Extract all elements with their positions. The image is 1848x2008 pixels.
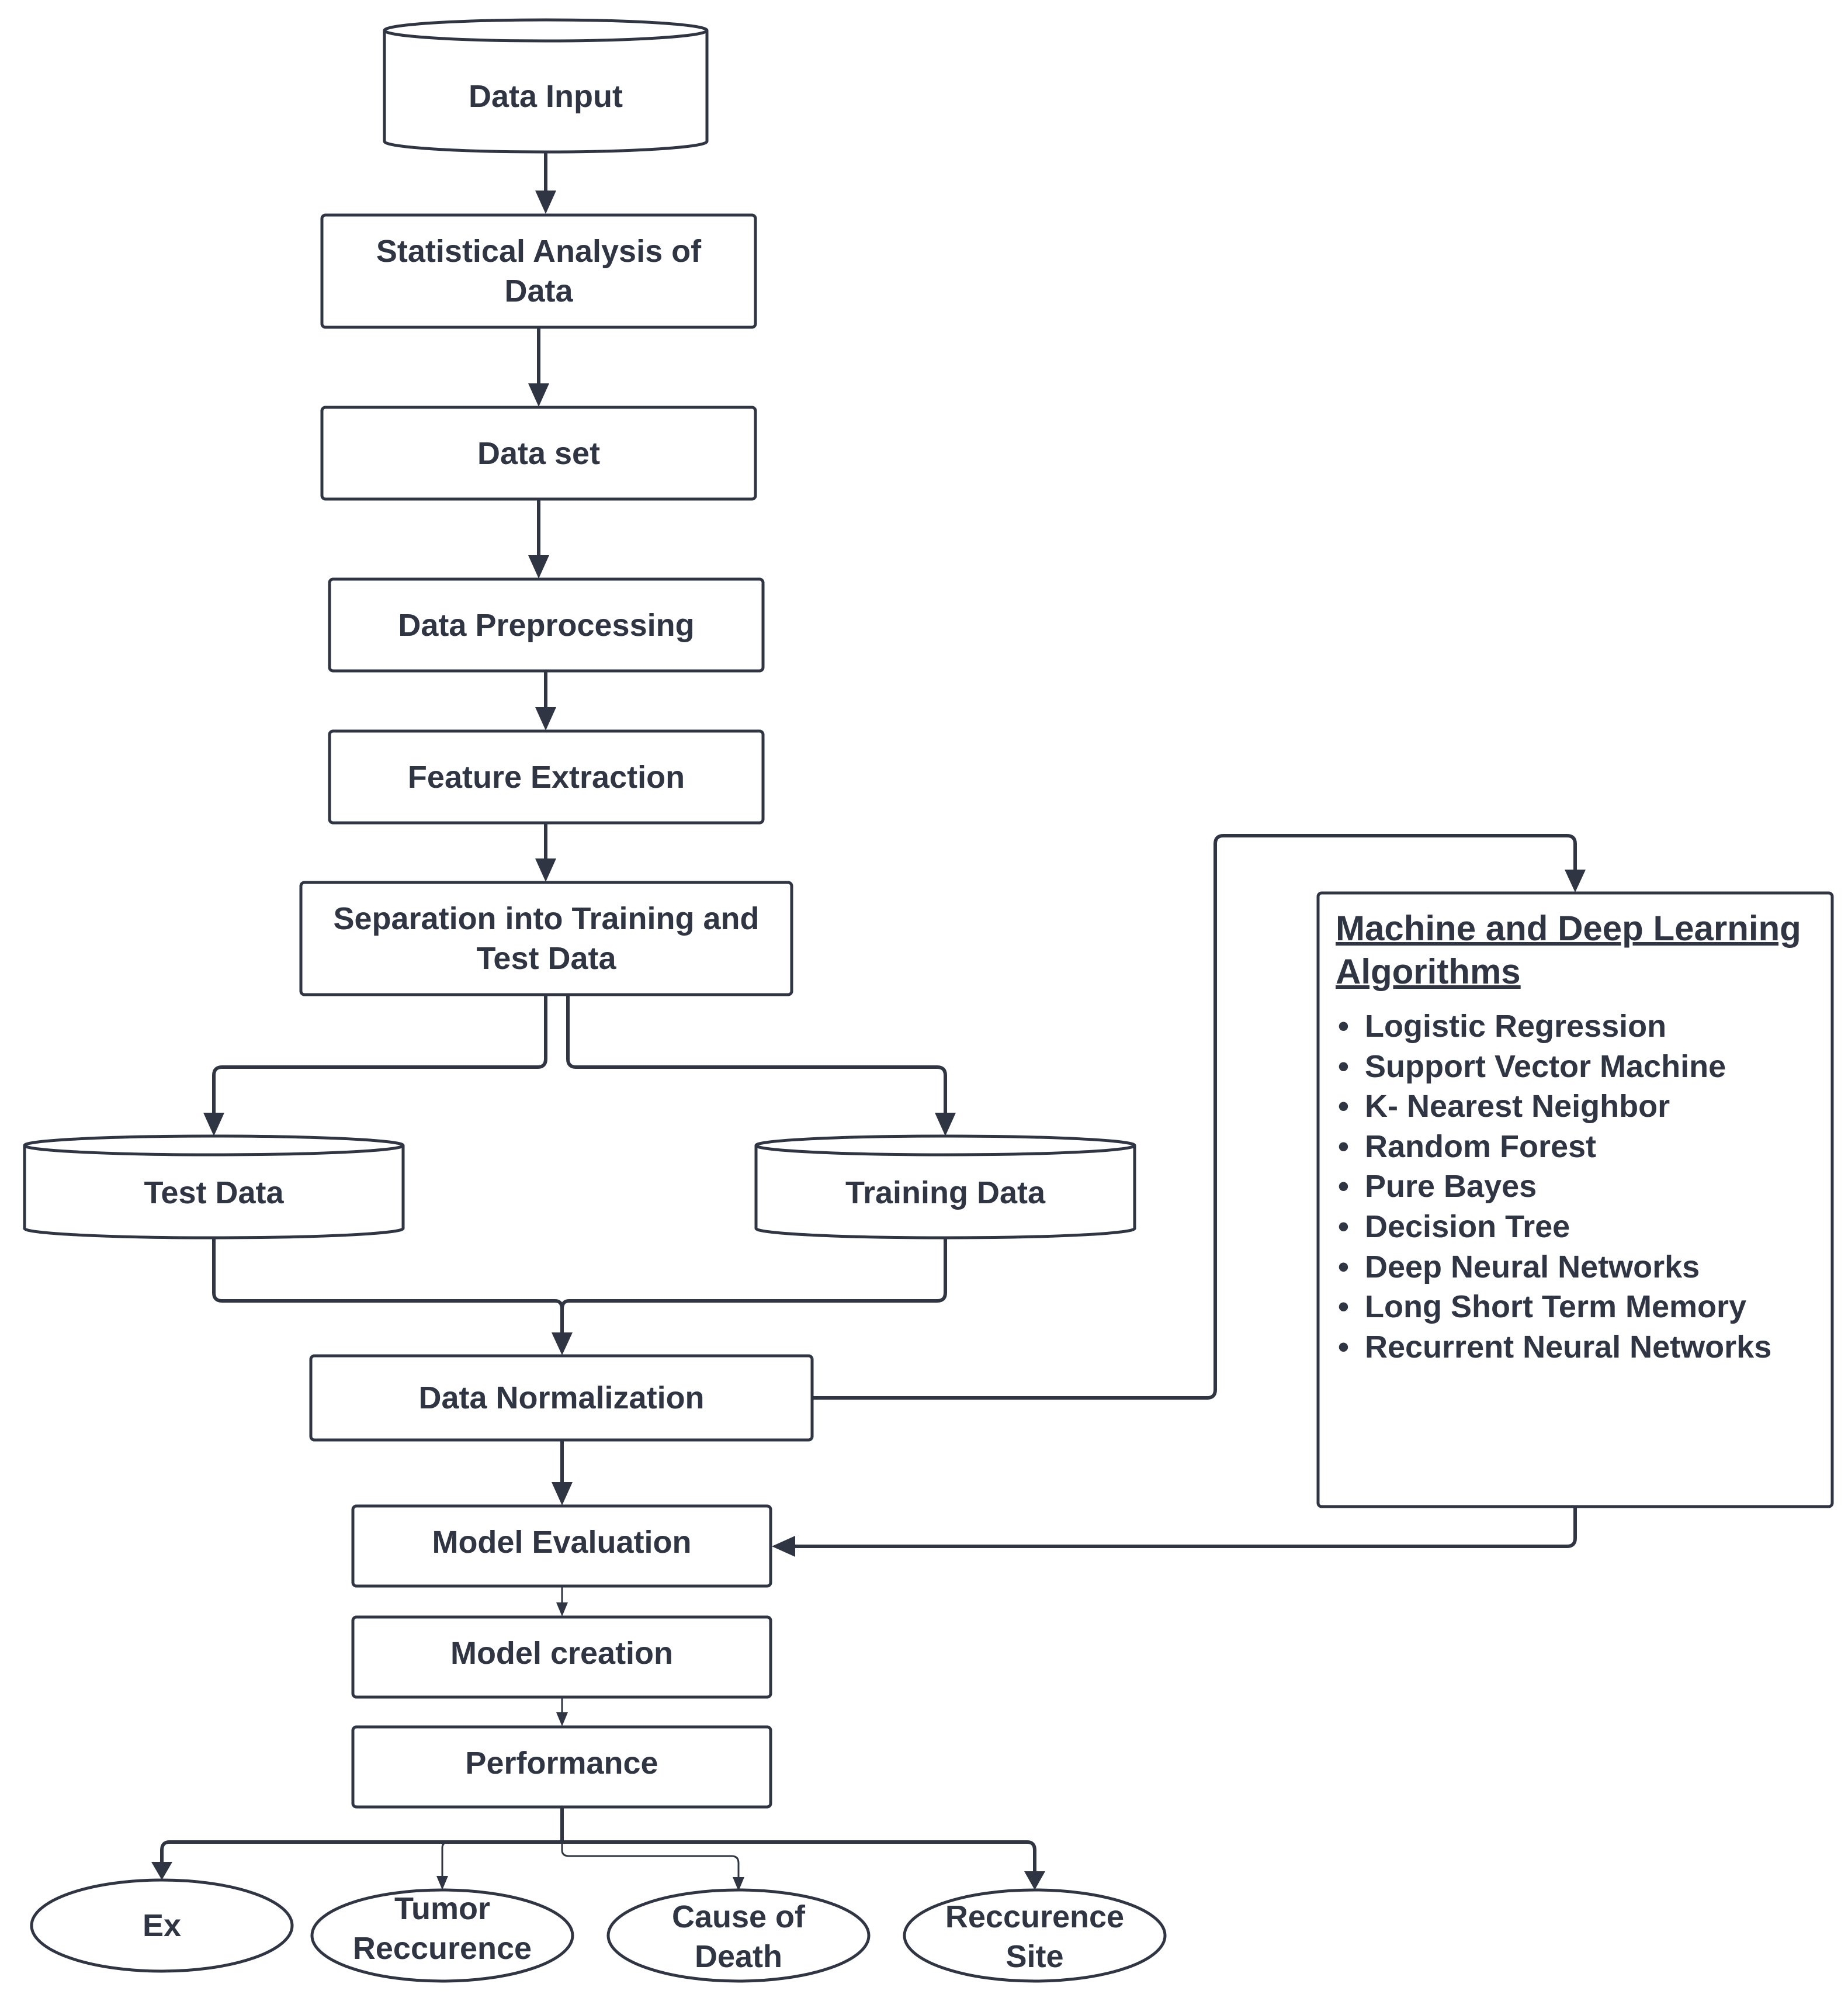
output-site-label: Reccurence Site [945, 1899, 1125, 1974]
edge-training-to-normalization [560, 1238, 947, 1310]
edge-separation-to-training [566, 995, 947, 1116]
algorithm-item: Long Short Term Memory [1336, 1287, 1815, 1327]
algorithms-title: Machine and Deep Learning Algorithms [1336, 909, 1801, 991]
algorithms-list: Logistic Regression Support Vector Machi… [1336, 1006, 1815, 1367]
data-input-cylinder [383, 18, 709, 154]
edge-performance-to-tumor [441, 1841, 562, 1877]
model-evaluation-label: Model Evaluation [432, 1524, 692, 1560]
algorithm-item: Recurrent Neural Networks [1336, 1327, 1815, 1367]
separation-label: Separation into Training and Test Data [333, 901, 760, 976]
arrowhead-training [935, 1113, 956, 1136]
arrowhead-tumor [436, 1876, 448, 1890]
arrowhead-stats [535, 191, 556, 214]
arrowhead-separation [535, 858, 556, 882]
edge-test-to-normalization [212, 1238, 564, 1336]
output-ex-label: Ex [142, 1908, 182, 1943]
algorithm-item: Random Forest [1336, 1127, 1815, 1167]
data-normalization-label: Data Normalization [418, 1380, 705, 1415]
arrowhead-preprocessing [528, 555, 549, 579]
test-data-label: Test Data [144, 1175, 284, 1210]
edge-separation-to-test [212, 995, 547, 1116]
edge-performance-to-site [562, 1840, 1036, 1875]
feature-extraction-label: Feature Extraction [407, 759, 685, 795]
arrowhead-site [1024, 1871, 1045, 1890]
data-preprocessing-label: Data Preprocessing [398, 607, 695, 643]
arrowhead-cause [733, 1877, 744, 1891]
arrowhead-test [203, 1113, 224, 1136]
algorithm-item: Pure Bayes [1336, 1166, 1815, 1207]
edge-normalization-to-algorithms [812, 834, 1577, 1400]
arrowhead-dataset [528, 383, 549, 407]
arrowhead-evaluation [552, 1482, 573, 1505]
model-creation-label: Model creation [450, 1635, 674, 1671]
statistical-analysis-label: Statistical Analysis of Data [376, 234, 702, 309]
arrowhead-creation [556, 1602, 568, 1616]
algorithm-item: K- Nearest Neighbor [1336, 1086, 1815, 1127]
performance-label: Performance [465, 1745, 658, 1781]
arrowhead-evaluation-left [772, 1536, 795, 1557]
training-data-label: Training Data [845, 1175, 1046, 1210]
edge-algorithms-to-evaluation [792, 1507, 1577, 1548]
arrowhead-performance [556, 1712, 568, 1726]
data-set-label: Data set [477, 435, 601, 471]
arrowhead-algorithms [1565, 870, 1586, 892]
algorithm-item: Decision Tree [1336, 1207, 1815, 1247]
training-data-cylinder [754, 1134, 1136, 1240]
edge-performance-to-ex [160, 1807, 564, 1865]
output-tumor-label: Tumor Reccurence [352, 1891, 532, 1966]
arrowhead-ex [151, 1862, 172, 1880]
edge-performance-to-cause [561, 1842, 740, 1878]
data-input-label: Data Input [469, 79, 623, 114]
algorithm-item: Deep Neural Networks [1336, 1247, 1815, 1287]
arrowhead-feature [535, 707, 556, 731]
algorithms-panel: Machine and Deep Learning Algorithms Log… [1318, 893, 1832, 1507]
algorithm-item: Support Vector Machine [1336, 1047, 1815, 1087]
arrowhead-normalization [552, 1332, 573, 1355]
output-cause-label: Cause of Death [671, 1899, 806, 1974]
algorithm-item: Logistic Regression [1336, 1006, 1815, 1047]
